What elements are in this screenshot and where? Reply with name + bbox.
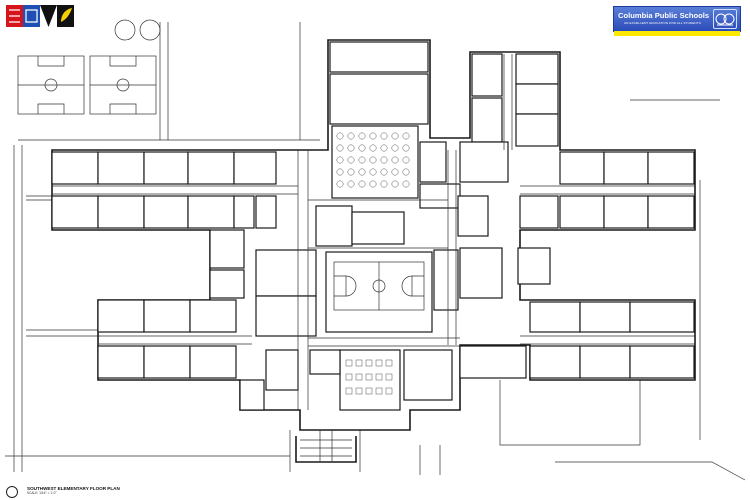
library-table [385, 373, 393, 381]
cafeteria-table [369, 132, 377, 140]
gymnasium-court [333, 261, 425, 311]
cafeteria-table [336, 156, 344, 164]
cafeteria-table [347, 180, 355, 188]
main-entry [295, 430, 357, 463]
library-table [345, 373, 353, 381]
school-emblem-icon [713, 9, 737, 29]
cafeteria-table [369, 156, 377, 164]
architect-logo [6, 5, 74, 27]
library-table [355, 373, 363, 381]
library-table [365, 359, 373, 367]
cafeteria-tables [336, 132, 410, 188]
cafeteria-table [347, 156, 355, 164]
library-table [385, 387, 393, 395]
drawing-scale: SCALE: 1/16" = 1'-0" [27, 491, 57, 495]
cafeteria-table [380, 132, 388, 140]
site-lines [5, 22, 746, 481]
library-table [355, 387, 363, 395]
cafeteria-table [358, 168, 366, 176]
library-table [345, 359, 353, 367]
drawing-title-block: SOUTHWEST ELEMENTARY FLOOR PLAN SCALE: 1… [6, 486, 120, 495]
cafeteria-table [336, 144, 344, 152]
library-table [375, 373, 383, 381]
central-core [239, 41, 459, 411]
library-table [385, 359, 393, 367]
library-table [355, 359, 363, 367]
cafeteria-table [402, 144, 410, 152]
cafeteria-table [391, 144, 399, 152]
cafeteria-table [391, 132, 399, 140]
cafeteria-table [391, 156, 399, 164]
cafeteria-table [402, 156, 410, 164]
district-logo-stripe [614, 31, 740, 36]
north-arrow-icon [6, 486, 18, 498]
cafeteria-table [336, 132, 344, 140]
cafeteria-table [402, 168, 410, 176]
cafeteria-table [347, 132, 355, 140]
cafeteria-table [380, 168, 388, 176]
west-wing-north [51, 151, 277, 229]
cafeteria-table [380, 156, 388, 164]
cafeteria-table [358, 180, 366, 188]
cafeteria-table [391, 180, 399, 188]
west-wing-south [97, 229, 245, 379]
cafeteria-table [380, 144, 388, 152]
cafeteria-table [336, 180, 344, 188]
cafeteria-table [369, 180, 377, 188]
library-table [375, 387, 383, 395]
cafeteria-table [380, 180, 388, 188]
library-table [345, 387, 353, 395]
cafeteria-table [369, 168, 377, 176]
outdoor-basketball-courts [17, 19, 161, 115]
cafeteria-table [358, 144, 366, 152]
cafeteria-table [391, 168, 399, 176]
library-table [365, 373, 373, 381]
north-east-block [419, 53, 559, 209]
east-wing-south [459, 247, 695, 379]
drawing-title: SOUTHWEST ELEMENTARY FLOOR PLAN [27, 486, 120, 491]
cafeteria-table [358, 156, 366, 164]
district-logo: Columbia Public Schools AN EXCELLENT EDU… [613, 6, 741, 36]
cafeteria-table [358, 132, 366, 140]
library-table [375, 359, 383, 367]
library-table [365, 387, 373, 395]
district-name: Columbia Public Schools [618, 11, 710, 20]
cafeteria-table [347, 144, 355, 152]
cafeteria-table [402, 180, 410, 188]
corridors [52, 54, 695, 410]
cafeteria-table [402, 132, 410, 140]
cafeteria-table [369, 144, 377, 152]
cafeteria-table [336, 168, 344, 176]
library-furniture [345, 359, 393, 395]
cafeteria-table [347, 168, 355, 176]
east-wing-north [457, 151, 695, 237]
district-tagline: AN EXCELLENT EDUCATION FOR ALL STUDENTS [624, 21, 701, 25]
